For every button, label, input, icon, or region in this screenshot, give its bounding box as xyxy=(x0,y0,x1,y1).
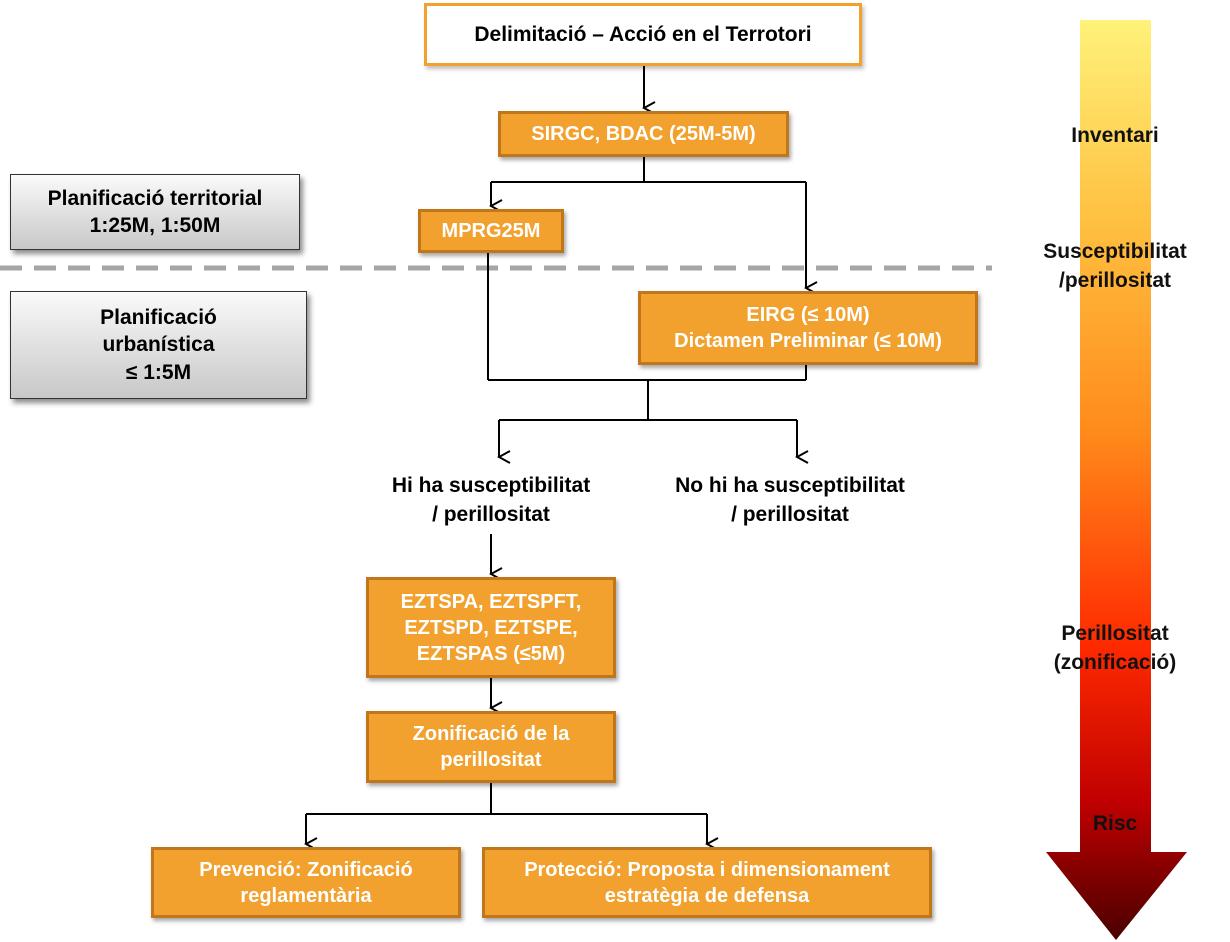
risk-label-risc: Risc xyxy=(1092,812,1138,835)
planning-urbanistica-box: Planificació urbanística ≤ 1:5M xyxy=(10,291,307,399)
branch-no-label: No hi ha susceptibilitat / perillositat xyxy=(675,474,905,526)
prevencio-box: Prevenció: Zonificació reglamentària xyxy=(151,847,461,918)
mprg-box: MPRG25M xyxy=(418,209,564,253)
risk-gradient-arrow xyxy=(1046,20,1187,940)
risk-label-inventari: Inventari xyxy=(1071,124,1159,147)
proteccio-box: Protecció: Proposta i dimensionament est… xyxy=(482,847,932,918)
zonificacio-box: Zonificació de la perillositat xyxy=(366,711,616,783)
title-box: Delimitació – Acció en el Terrotori xyxy=(424,3,862,66)
sirgc-box: SIRGC, BDAC (25M-5M) xyxy=(498,111,789,157)
eztspa-box: EZTSPA, EZTSPFT, EZTSPD, EZTSPE, EZTSPAS… xyxy=(366,577,616,678)
risk-label-perillositat: Perillositat (zonificació) xyxy=(1053,622,1177,674)
connectors xyxy=(306,66,806,844)
planning-territorial-box: Planificació territorial 1:25M, 1:50M xyxy=(10,174,300,250)
eirg-box: EIRG (≤ 10M) Dictamen Preliminar (≤ 10M) xyxy=(638,291,978,365)
branch-yes-label: Hi ha susceptibilitat / perillositat xyxy=(391,474,591,526)
risk-label-susceptibilitat: Susceptibilitat /perillositat xyxy=(1043,240,1187,292)
